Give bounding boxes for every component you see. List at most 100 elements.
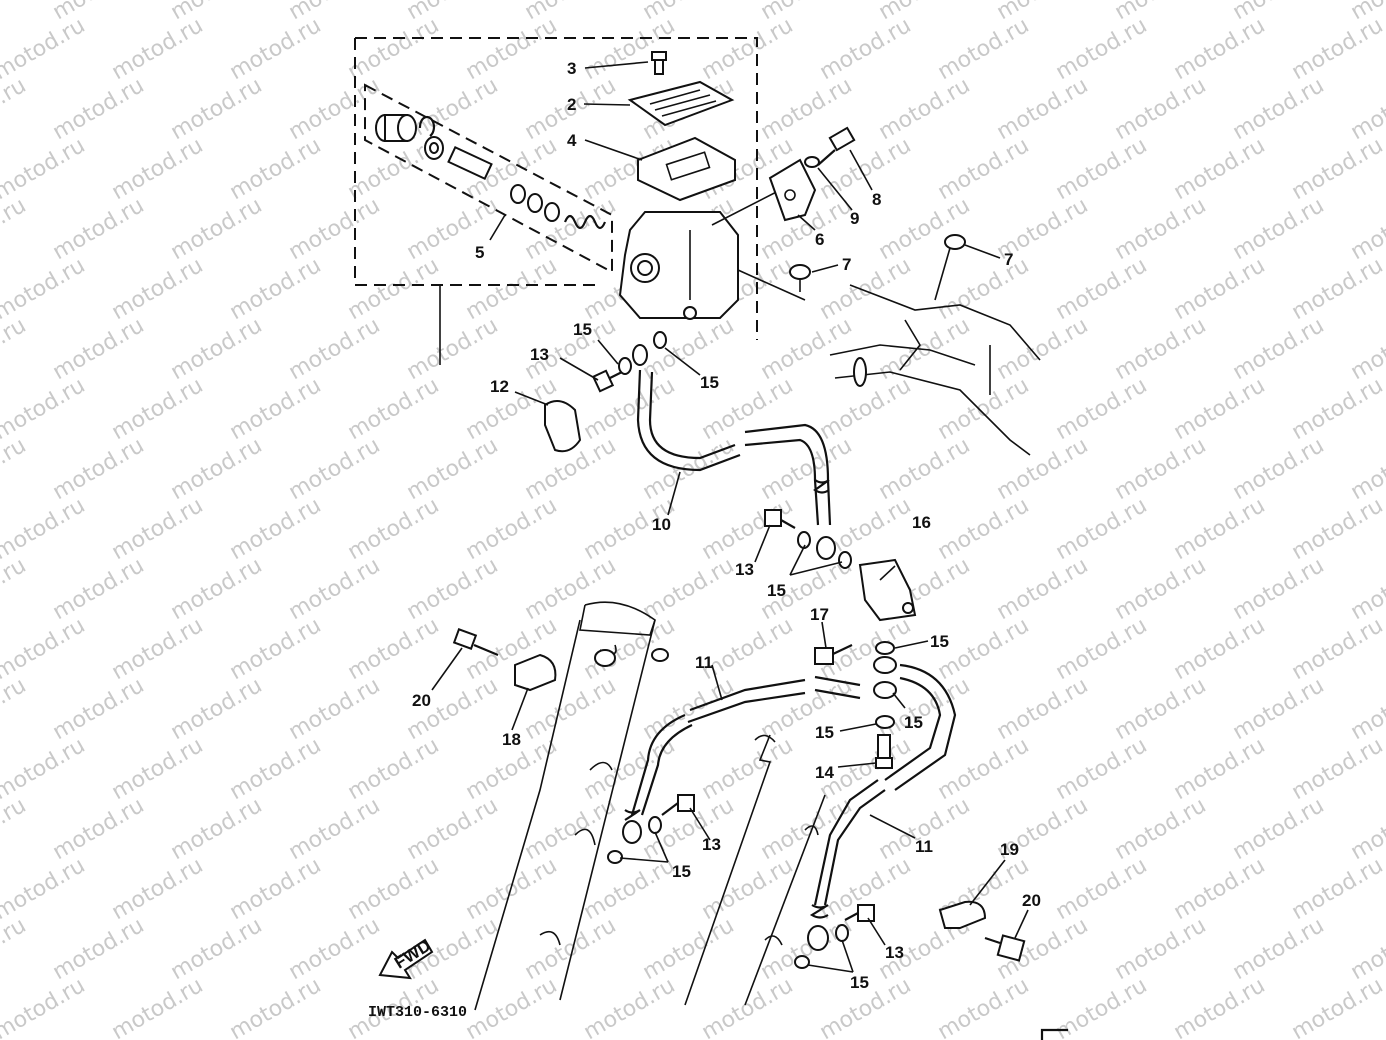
watermark-text: motod.ru <box>285 313 385 385</box>
watermark-text: motod.ru <box>108 853 208 925</box>
watermark-text: motod.ru <box>934 973 1034 1040</box>
callout-20b: 20 <box>1022 891 1041 910</box>
watermark-text: motod.ru <box>698 973 798 1040</box>
watermark-text: motod.ru <box>934 13 1034 85</box>
watermark-text: motod.ru <box>226 853 326 925</box>
watermark-text: motod.ru <box>108 733 208 805</box>
watermark-text: motod.ru <box>1229 193 1329 265</box>
corner-mark <box>1040 1028 1068 1040</box>
callout-15c: 15 <box>767 581 786 600</box>
watermark-text: motod.ru <box>1170 253 1270 325</box>
brake-hose-11-left <box>607 675 861 864</box>
watermark-text: motod.ru <box>1052 853 1152 925</box>
callout-13d: 13 <box>885 943 904 962</box>
watermark-text: motod.ru <box>1229 313 1329 385</box>
callout-6: 6 <box>815 230 824 249</box>
union-bolt-mid <box>764 509 852 569</box>
callout-17: 17 <box>810 605 829 624</box>
watermark-text: motod.ru <box>816 253 916 325</box>
watermark-text: motod.ru <box>49 433 149 505</box>
piston-kit <box>375 114 607 230</box>
watermark-text: motod.ru <box>226 253 326 325</box>
callout-20a: 20 <box>412 691 431 710</box>
watermark-text: motod.ru <box>403 73 503 145</box>
watermark-text: motod.ru <box>1111 673 1211 745</box>
watermark-text: motod.ru <box>0 853 89 925</box>
watermark-text: motod.ru <box>108 493 208 565</box>
watermark-text: motod.ru <box>1288 253 1386 325</box>
watermark-text: motod.ru <box>226 133 326 205</box>
watermark-text: motod.ru <box>167 73 267 145</box>
watermark-text: motod.ru <box>403 433 503 505</box>
callout-10: 10 <box>652 515 671 534</box>
watermark-text: motod.ru <box>993 433 1093 505</box>
watermark-text: motod.ru <box>226 493 326 565</box>
handlebar <box>829 284 1041 456</box>
watermark-text: motod.ru <box>1170 973 1270 1040</box>
watermark-text: motod.ru <box>49 193 149 265</box>
callout-3: 3 <box>567 59 576 78</box>
watermark-text: motod.ru <box>344 373 444 445</box>
watermark-text: motod.ru <box>698 853 798 925</box>
watermark-text: motod.ru <box>934 373 1034 445</box>
callout-13b: 13 <box>735 560 754 579</box>
watermark-text: motod.ru <box>462 13 562 85</box>
watermark-text: motod.ru <box>1052 733 1152 805</box>
holder-bracket <box>768 158 817 222</box>
watermark-text: motod.ru <box>49 793 149 865</box>
watermark-text: motod.ru <box>285 433 385 505</box>
watermark-text: motod.ru <box>167 553 267 625</box>
callout-15f: 15 <box>815 723 834 742</box>
watermark-text: motod.ru <box>521 913 621 985</box>
watermark-text: motod.ru <box>344 853 444 925</box>
callout-2: 2 <box>567 95 576 114</box>
watermark-text: motod.ru <box>0 13 89 85</box>
watermark-text: motod.ru <box>875 73 975 145</box>
watermark-text: motod.ru <box>344 733 444 805</box>
watermark-text: motod.ru <box>1347 673 1386 745</box>
watermark-text: motod.ru <box>0 553 30 625</box>
watermark-text: motod.ru <box>1229 673 1329 745</box>
watermark-text: motod.ru <box>1347 913 1386 985</box>
callout-7a: 7 <box>842 255 851 274</box>
watermark-text: motod.ru <box>1347 313 1386 385</box>
watermark-text: motod.ru <box>0 253 89 325</box>
watermark-text: motod.ru <box>1347 553 1386 625</box>
watermark-text: motod.ru <box>1170 133 1270 205</box>
watermark-text: motod.ru <box>49 913 149 985</box>
master-cylinder-body <box>618 184 806 320</box>
watermark-text: motod.ru <box>0 793 30 865</box>
watermark-text: motod.ru <box>934 133 1034 205</box>
callout-13c: 13 <box>702 835 721 854</box>
watermark-text: motod.ru <box>1229 73 1329 145</box>
watermark-text: motod.ru <box>285 913 385 985</box>
watermark-text: motod.ru <box>0 673 30 745</box>
watermark-text: motod.ru <box>49 673 149 745</box>
watermark-text: motod.ru <box>1229 553 1329 625</box>
watermark-text: motod.ru <box>403 553 503 625</box>
watermark-text: motod.ru <box>1170 733 1270 805</box>
watermark-text: motod.ru <box>639 313 739 385</box>
watermark-text: motod.ru <box>403 793 503 865</box>
watermark-text: motod.ru <box>344 253 444 325</box>
watermark-text: motod.ru <box>1111 73 1211 145</box>
watermark-text: motod.ru <box>1111 193 1211 265</box>
hose-clamp-18 <box>452 628 557 692</box>
watermark-text: motod.ru <box>1288 733 1386 805</box>
cap-7-right <box>934 234 966 301</box>
callout-19: 19 <box>1000 840 1019 859</box>
watermark-text: motod.ru <box>462 493 562 565</box>
callout-11b: 11 <box>915 837 933 856</box>
watermark-text: motod.ru <box>1170 373 1270 445</box>
hose-joint <box>858 558 917 622</box>
watermark-text: motod.ru <box>403 313 503 385</box>
watermark-text: motod.ru <box>1170 613 1270 685</box>
watermark-text: motod.ru <box>698 13 798 85</box>
callout-15h: 15 <box>850 973 869 992</box>
watermark-text: motod.ru <box>1229 793 1329 865</box>
callout-15e: 15 <box>904 713 923 732</box>
watermark-text: motod.ru <box>49 313 149 385</box>
watermark-text: motod.ru <box>167 673 267 745</box>
watermark-text: motod.ru <box>285 193 385 265</box>
